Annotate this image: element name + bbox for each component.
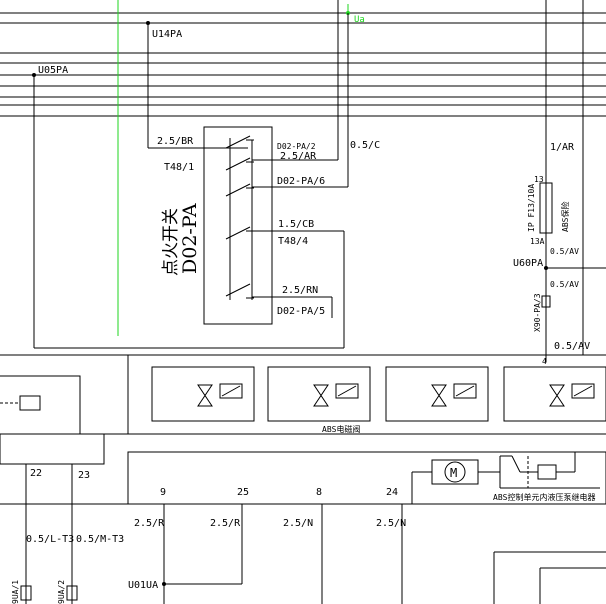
wire-05lt3: 0.5/L-T3 [26, 534, 74, 545]
d02pa2-label: D02-PA/2 [277, 142, 316, 151]
d02pa6-label: D02-PA/6 [277, 176, 325, 187]
pump-relay-label: ABS控制单元内液压泵继电器 [493, 492, 595, 502]
ua-green-line: Ua [117, 0, 365, 336]
wire-05c: 0.5/C [350, 140, 380, 151]
u14pa-label: U14PA [152, 29, 182, 40]
wire-25n-b: 2.5/N [376, 518, 406, 529]
pin-9: 9 [160, 487, 166, 498]
lower-wires [25, 464, 606, 604]
wire-25r-b: 2.5/R [210, 518, 241, 529]
wire-15cb: 1.5/CB [278, 219, 314, 230]
d02pa5-label: D02-PA/5 [277, 306, 325, 317]
x90-label: X90-PA/3 [533, 293, 542, 332]
top-bus-lines [0, 12, 606, 117]
u01ua-label: U01UA [128, 580, 158, 591]
pin-23: 23 [78, 470, 90, 481]
wire-05mt3: 0.5/M-T3 [76, 534, 124, 545]
wire-25rn: 2.5/RN [282, 285, 318, 296]
u05pa-label: U05PA [38, 65, 68, 76]
wire-05av-b: 0.5/AV [550, 280, 579, 289]
left-loop [34, 347, 344, 349]
t48-1-label: T48/1 [164, 162, 194, 173]
left-relay [0, 375, 105, 465]
9ua-1-label: 9UA/1 [11, 580, 20, 604]
pin-22: 22 [30, 468, 42, 479]
wire-1ar: 1/AR [550, 142, 575, 153]
wire-05av-c: 0.5/AV [554, 341, 590, 352]
fuse-top-pin: 13 [534, 175, 544, 184]
fuse-id: IP F13/10A [527, 184, 536, 232]
pin-24: 24 [386, 487, 398, 498]
abs-control-unit [0, 451, 606, 505]
abs-valve-label: ABS电磁阀 [322, 424, 360, 434]
ua-label: Ua [354, 15, 365, 25]
u60pa-label: U60PA [513, 258, 543, 269]
wire-25n-a: 2.5/N [283, 518, 313, 529]
bottom-connectors [20, 585, 78, 601]
wire-05av-a: 0.5/AV [550, 247, 579, 256]
abs-fuse [539, 182, 606, 308]
wire-25r-a: 2.5/R [134, 518, 165, 529]
9ua-2-label: 9UA/2 [57, 580, 66, 604]
wire-25br: 2.5/BR [157, 136, 194, 147]
ignition-switch [148, 126, 349, 348]
feed-verticals [32, 0, 584, 362]
pin-25: 25 [237, 487, 249, 498]
motor-m: M [450, 466, 457, 480]
abs-solenoid-valves [151, 366, 606, 422]
fuse-name: ABS保险 [560, 202, 570, 232]
switch-code: D02-PA [179, 203, 201, 274]
wire-25ar: 2.5/AR [280, 151, 317, 162]
switch-name-cn: 点火开关 [161, 208, 181, 276]
fuse-bottom-pin: 13A [530, 237, 545, 246]
pin-4: 4 [542, 357, 547, 366]
t48-4-label: T48/4 [278, 236, 308, 247]
pin-8: 8 [316, 487, 322, 498]
